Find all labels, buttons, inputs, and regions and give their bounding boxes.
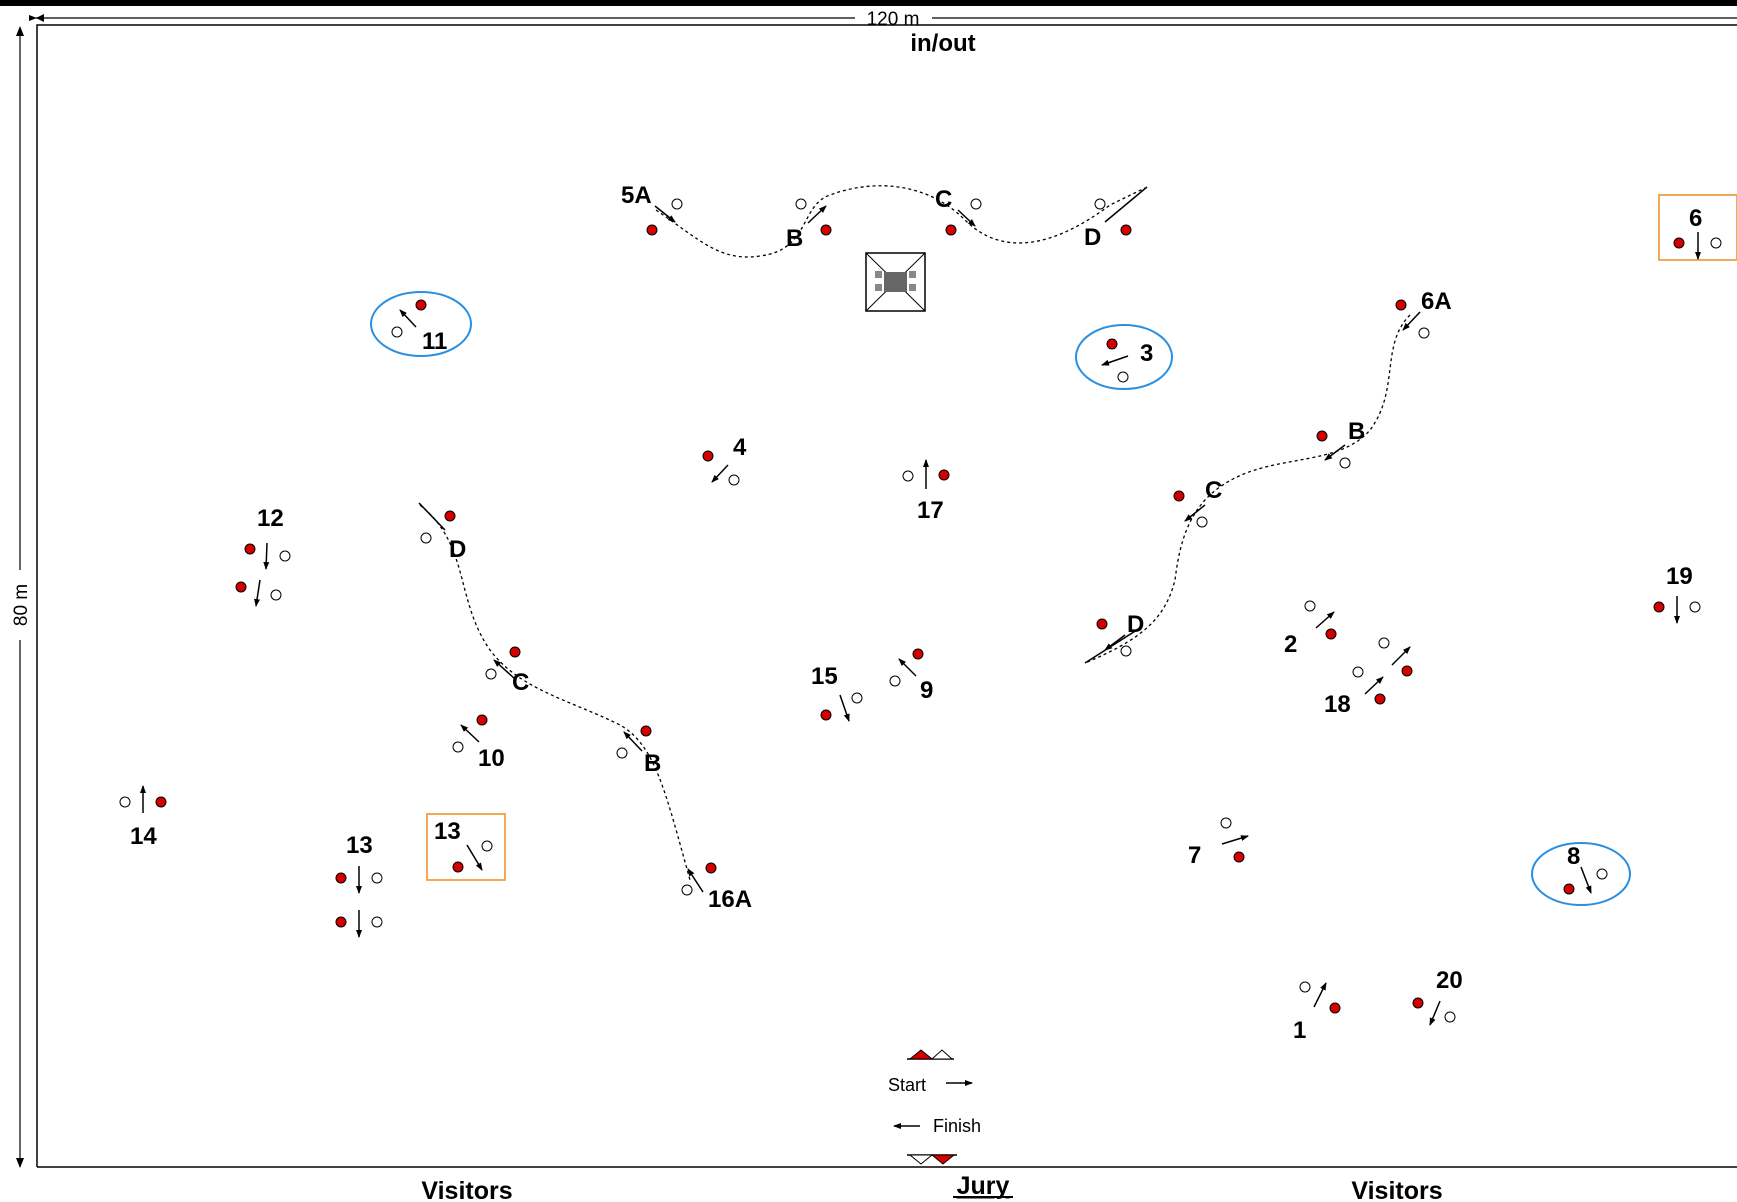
obstacle-7: 7 (1188, 817, 1249, 869)
entrance-label: in/out (910, 30, 975, 57)
obstacle-6: 6 (1658, 194, 1737, 261)
arena-boundary (36, 24, 1737, 1168)
obstacle-20-label: 20 (1436, 967, 1463, 994)
obstacle-17-label: 17 (917, 497, 944, 524)
obstacle-6a-label: 6A (1421, 288, 1452, 315)
obstacle-12: 12 (235, 505, 291, 607)
obstacle-10-label: 10 (478, 745, 505, 772)
combo-16a-b-label: B (644, 750, 661, 777)
combo-16a-c-label: C (512, 669, 529, 696)
obstacle-13-alt-label: 13 (434, 818, 461, 845)
obstacle-9-label: 9 (920, 677, 933, 704)
obstacle-10: 10 (452, 714, 505, 772)
obstacle-18: 18 (1324, 637, 1413, 718)
obstacle-6-label: 6 (1689, 205, 1702, 232)
obstacle-4: 4 (702, 434, 747, 486)
obstacle-12-label: 12 (257, 505, 284, 532)
obstacle-15: 15 (811, 663, 863, 722)
combo-16a-d-label: D (449, 536, 466, 563)
combo-6a-c-label: C (1205, 477, 1222, 504)
combo-6a-b-label: B (1348, 418, 1365, 445)
obstacle-13: 13 (335, 832, 383, 938)
obstacle-13-label: 13 (346, 832, 373, 859)
obstacle-3-label: 3 (1140, 340, 1153, 367)
height-label: 80 m (11, 584, 32, 626)
combination-6a: 6A B C D (1084, 288, 1452, 664)
combo-d-label: D (1084, 224, 1101, 251)
obstacle-11-label: 11 (422, 328, 447, 355)
obstacle-15-label: 15 (811, 663, 838, 690)
start-label: Start (888, 1075, 926, 1095)
combo-b-label: B (786, 225, 803, 252)
start-marker: Start (888, 1049, 973, 1095)
obstacle-14: 14 (119, 785, 167, 850)
obstacle-1: 1 (1293, 981, 1341, 1044)
jury-label: Jury (957, 1172, 1010, 1200)
obstacle-19: 19 (1653, 563, 1701, 624)
width-dimension: 120 m (29, 9, 1737, 30)
top-border-bar (0, 0, 1737, 6)
width-label: 120 m (867, 9, 920, 30)
obstacle-2: 2 (1284, 600, 1337, 658)
obstacle-20: 20 (1412, 967, 1463, 1026)
obstacle-8-label: 8 (1567, 843, 1580, 870)
combination-16a: 16A B C D (418, 502, 752, 913)
obstacle-3: 3 (1075, 324, 1173, 390)
jury-house-icon (865, 252, 926, 312)
obstacle-11: 11 (370, 291, 472, 357)
obstacle-19-label: 19 (1666, 563, 1693, 590)
visitors-right-label: Visitors (1351, 1177, 1442, 1202)
finish-marker: Finish (893, 1116, 981, 1165)
obstacle-5a-label: 5A (621, 182, 652, 209)
obstacle-16a-label: 16A (708, 886, 752, 913)
obstacle-7-label: 7 (1188, 842, 1201, 869)
obstacle-1-label: 1 (1293, 1017, 1306, 1044)
obstacle-17: 17 (902, 459, 950, 524)
visitors-left-label: Visitors (421, 1177, 512, 1202)
obstacle-8: 8 (1531, 842, 1631, 906)
combination-5a: 5A B C D (621, 182, 1148, 258)
height-dimension: 80 m (11, 26, 32, 1168)
combo-c-label: C (935, 186, 952, 213)
obstacle-13-alt: 13 (426, 813, 506, 881)
finish-label: Finish (933, 1116, 981, 1136)
obstacle-18-label: 18 (1324, 691, 1351, 718)
obstacle-14-label: 14 (130, 823, 157, 850)
obstacle-9: 9 (889, 648, 933, 704)
combo-6a-d-label: D (1127, 611, 1144, 638)
obstacle-4-label: 4 (733, 434, 747, 461)
obstacle-2-label: 2 (1284, 631, 1297, 658)
